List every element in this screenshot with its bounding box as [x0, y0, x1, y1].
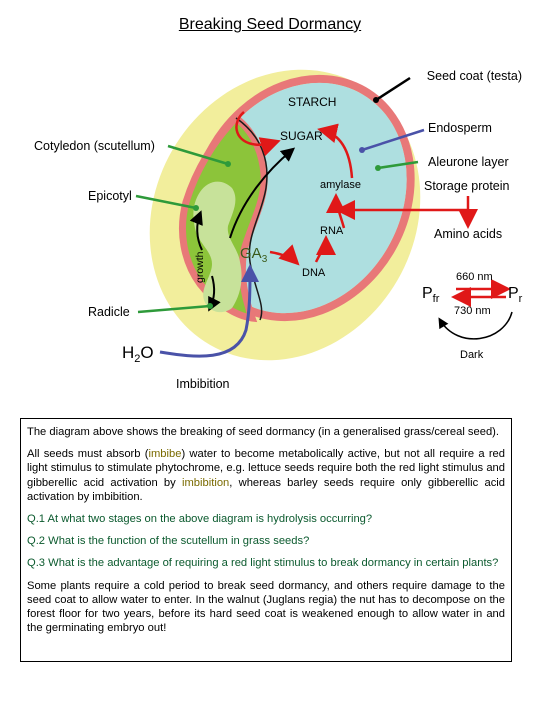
aleurone-to-sugar-arrow: [317, 123, 354, 179]
imbibition-highlight: imbibition: [182, 476, 230, 489]
endosperm-label: Endosperm: [428, 121, 492, 135]
dark-label: Dark: [460, 349, 484, 361]
pr-label: Pr: [508, 285, 523, 305]
growth-label: growth: [194, 251, 206, 283]
imbibition-paragraph: All seeds must absorb (imbibe) water to …: [27, 448, 506, 503]
ga3-to-dna-arrow: [269, 244, 300, 266]
cotyledon-pointer: [167, 144, 229, 166]
embryo-shape: [193, 181, 242, 313]
aleurone-label: Aleurone layer: [428, 155, 509, 169]
dark-reversion-arrow: [438, 311, 513, 340]
seed-coat-label: Seed coat (testa): [427, 69, 522, 83]
dna-to-rna-arrow: [314, 235, 336, 263]
endosperm-pointer: [361, 128, 425, 152]
radicle-pointer: [137, 304, 211, 314]
explanation-box: The diagram above shows the breaking of …: [20, 418, 512, 662]
page-title: Breaking Seed Dormancy: [178, 16, 362, 33]
pfr-label: Pfr: [422, 285, 440, 305]
h2o-label: H2O: [122, 343, 154, 365]
radicle-dot: [207, 303, 213, 309]
ga3-label: GA3: [240, 245, 268, 265]
amylase-label: amylase: [320, 179, 361, 191]
ga3-to-aleurone-arrow: [229, 147, 296, 239]
storage-protein-label: Storage protein: [424, 179, 510, 193]
epicotyl-label: Epicotyl: [88, 189, 132, 203]
cotyledon-label: Cotyledon (scutellum): [34, 139, 155, 153]
seed-dormancy-diagram: Seed coat (testa) STARCH Endosperm SUGAR…: [34, 69, 523, 391]
aleurone-pointer: [377, 160, 419, 170]
epicotyl-dot: [193, 205, 199, 211]
growth-arrow-up: [189, 210, 203, 251]
dna-label: DNA: [302, 267, 326, 279]
starch-label: STARCH: [288, 95, 336, 109]
question-3: Q.3 What is the advantage of requiring a…: [27, 557, 499, 570]
amino-acids-label: Amino acids: [434, 227, 502, 241]
question-2: Q.2 What is the function of the scutellu…: [27, 535, 310, 548]
sugar-label: SUGAR: [280, 129, 323, 143]
intro-paragraph: The diagram above shows the breaking of …: [27, 426, 499, 438]
radicle-label: Radicle: [88, 305, 130, 319]
nm660-label: 660 nm: [456, 271, 493, 283]
seed-coat-dot: [373, 97, 379, 103]
questions: Q.1 At what two stages on the above diag…: [27, 512, 505, 571]
rna-label: RNA: [320, 225, 344, 237]
aleurone-dot: [375, 165, 381, 171]
nm730-label: 730 nm: [454, 305, 491, 317]
imbibe-highlight: imbibe: [148, 448, 182, 461]
endosperm-dot: [359, 147, 365, 153]
question-1: Q.1 At what two stages on the above diag…: [27, 513, 373, 526]
imbibition-label: Imbibition: [176, 377, 230, 391]
seed-coat-pointer: [375, 76, 411, 102]
epicotyl-pointer: [135, 194, 197, 210]
walnut-paragraph: Some plants require a cold period to bre…: [27, 579, 505, 635]
starch-to-sugar-arrow: [235, 111, 281, 157]
cotyledon-dot: [225, 161, 231, 167]
imbibition-arrow: [159, 264, 259, 358]
